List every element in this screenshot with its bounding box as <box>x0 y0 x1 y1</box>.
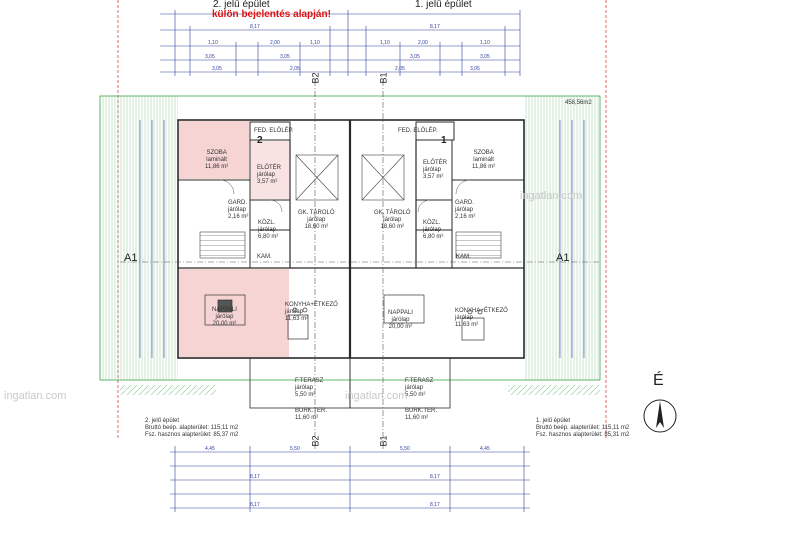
garden-areas <box>99 95 601 395</box>
room-kam-right: KAM. <box>456 254 471 260</box>
svg-text:3,05: 3,05 <box>205 54 215 60</box>
watermark-center: ingatlan.com <box>345 390 408 402</box>
furniture <box>204 294 485 341</box>
top-dimension-lines <box>160 13 520 73</box>
svg-text:4,45: 4,45 <box>480 446 490 452</box>
svg-text:3,05: 3,05 <box>212 66 222 72</box>
terraces <box>249 357 451 409</box>
building2-highlight <box>179 121 289 357</box>
svg-text:2,05: 2,05 <box>290 66 300 72</box>
svg-text:8,17: 8,17 <box>430 474 440 480</box>
watermark-left: ingatlan.com <box>4 390 67 402</box>
axis-a1-right: A1 <box>556 252 570 264</box>
svg-text:3,05: 3,05 <box>280 54 290 60</box>
svg-text:8,17: 8,17 <box>430 502 440 508</box>
stairs <box>199 231 502 259</box>
left-dimension-lines <box>139 120 585 358</box>
svg-text:1,10: 1,10 <box>380 40 390 46</box>
svg-text:3,05: 3,05 <box>480 54 490 60</box>
permit-note: külön bejelentés alapján! <box>212 9 331 20</box>
top-dimension-ticks <box>174 10 521 76</box>
axis-b2-top: B2 <box>310 72 321 84</box>
room-fed-elolep-right: FED. ELŐLÉP. <box>398 128 438 134</box>
bottom-dimension-values: 4,45 5,50 5,50 4,45 8,17 8,17 8,17 8,17 <box>205 446 490 508</box>
svg-text:2,00: 2,00 <box>418 40 428 46</box>
svg-text:3,05: 3,05 <box>410 54 420 60</box>
north-arrow-icon <box>643 399 677 433</box>
door-swings <box>219 179 471 213</box>
entrance-marker-2: 2 <box>257 135 263 146</box>
grid-axes <box>120 80 600 450</box>
svg-text:1,10: 1,10 <box>208 40 218 46</box>
axis-b2-bottom: B2 <box>310 435 321 447</box>
svg-text:1,10: 1,10 <box>310 40 320 46</box>
axis-b1-top: B1 <box>378 72 389 84</box>
room-burk-right: BURK.TER.11,60 m² <box>405 408 438 421</box>
svg-text:2,05: 2,05 <box>395 66 405 72</box>
building1-title: 1. jelű épület <box>415 0 472 10</box>
site-area-label: 458,56m2 <box>565 100 592 106</box>
room-fed-elolep-left: FED. ELŐLÉP. <box>254 128 294 134</box>
svg-text:8,17: 8,17 <box>430 24 440 30</box>
svg-text:2,00: 2,00 <box>270 40 280 46</box>
room-kam-left: KAM. <box>257 254 272 260</box>
building2-title: 2. jelű épület <box>213 0 270 10</box>
watermark-right: ingatlan.com <box>520 190 583 202</box>
svg-text:3,05: 3,05 <box>470 66 480 72</box>
svg-text:5,50: 5,50 <box>400 446 410 452</box>
svg-text:1,10: 1,10 <box>480 40 490 46</box>
room-burk-left: BURK.TER.11,60 m² <box>295 408 328 421</box>
bottom-dimension-lines <box>170 446 530 512</box>
svg-text:5,50: 5,50 <box>290 446 300 452</box>
entrance-marker-1: 1 <box>441 135 447 146</box>
north-label: É <box>653 372 664 389</box>
svg-text:8,17: 8,17 <box>250 24 260 30</box>
svg-text:8,17: 8,17 <box>250 502 260 508</box>
axis-a1-left: A1 <box>124 252 138 264</box>
svg-text:4,45: 4,45 <box>205 446 215 452</box>
svg-text:8,17: 8,17 <box>250 474 260 480</box>
axis-b1-bottom: B1 <box>378 435 389 447</box>
